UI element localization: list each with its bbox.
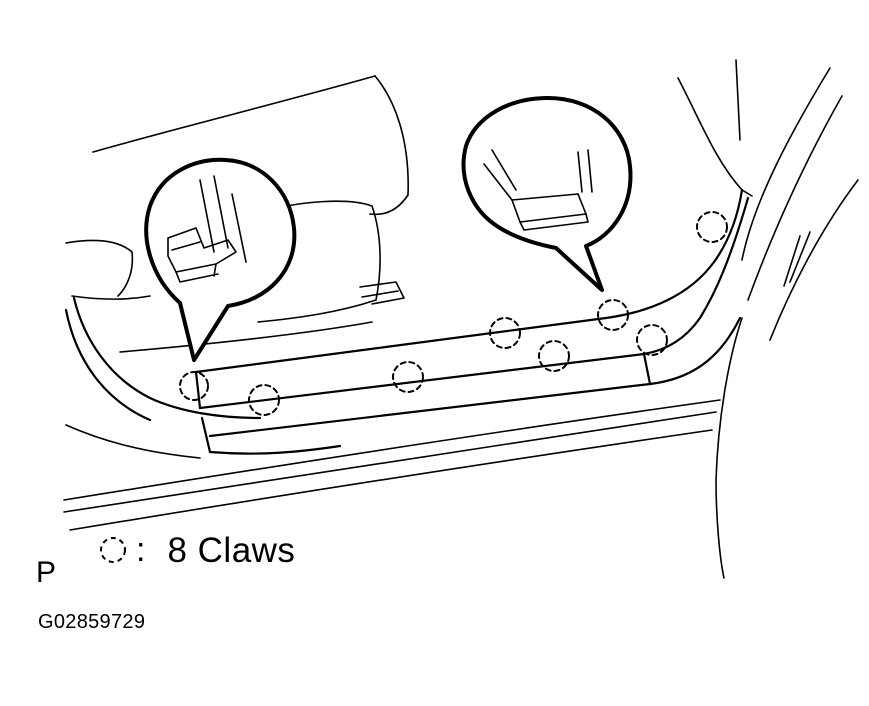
sill-lines (63, 399, 721, 531)
claw-marker (248, 384, 280, 416)
claw-markers (179, 211, 728, 416)
claw-marker (179, 371, 209, 401)
claw-marker (696, 211, 728, 243)
claw-marker (538, 340, 570, 372)
figure-code: G02859729 (38, 611, 146, 633)
claw-marker (636, 324, 668, 356)
legend-colon: : (136, 531, 146, 569)
claw-marker (597, 299, 629, 331)
seat-outline (65, 75, 409, 353)
claw-marker (392, 361, 424, 393)
pillar-outline (65, 59, 859, 579)
claw-marker (489, 317, 521, 349)
left-detail-callout (144, 157, 297, 362)
scuff-plate (64, 188, 750, 455)
legend-label: 8 Claws (167, 530, 296, 570)
legend: : 8 Claws (98, 528, 295, 572)
dashed-circle-icon (100, 537, 126, 563)
view-letter: P (36, 556, 57, 589)
right-detail-callout (461, 96, 633, 292)
